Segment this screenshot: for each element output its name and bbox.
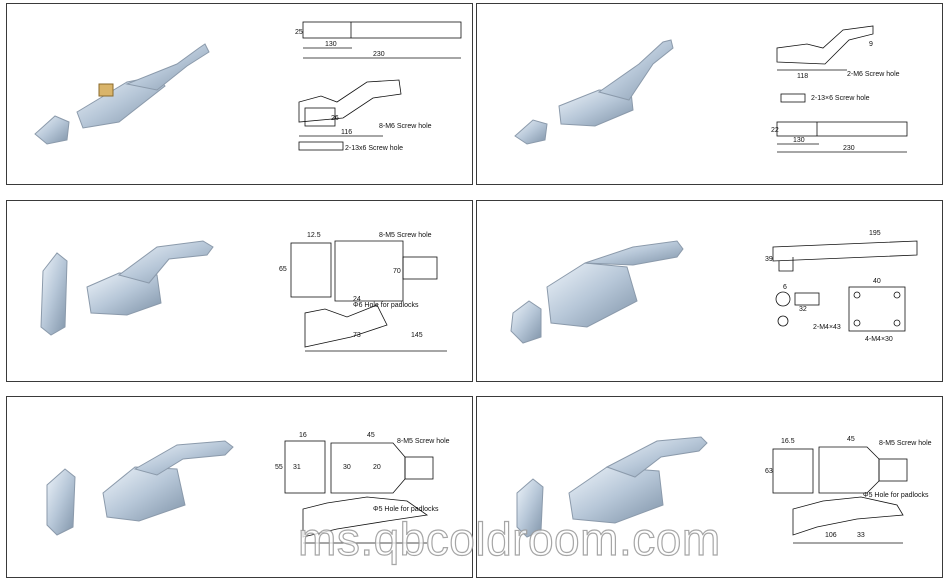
product-panel-2: 9 118 22 130 230 2-M6 Screw hole 2-13×6 … [476,3,943,185]
dim-9: 9 [869,41,873,48]
note-screw-2: 2-13x6 Screw hole [345,145,403,152]
dim-195: 195 [869,230,881,237]
note-padlock: Φ5 Hole for padlocks [373,506,439,513]
dim-145: 145 [411,332,423,339]
panel-6-artwork: 16.5 45 63 106 33 8-M5 Screw hole Φ5 Hol… [516,436,932,544]
technical-drawing [284,440,434,544]
dim-65: 65 [279,266,287,273]
dim-40: 40 [873,278,881,285]
latch-photo [514,39,674,145]
product-panel-5: 16 45 55 31 30 20 8-M5 Screw hole Φ5 Hol… [6,396,473,578]
dim-55: 55 [275,464,283,471]
dim-230: 230 [373,51,385,58]
dim-31: 31 [293,464,301,471]
dim-12-5: 12.5 [307,232,321,239]
dim-16: 16 [299,432,307,439]
dim-6: 6 [783,284,787,291]
panel-3-artwork: 12.5 65 70 24 145 73 8-M5 Screw hole Φ6 … [40,232,447,352]
dim-45: 45 [847,436,855,443]
product-panel-3: 12.5 65 70 24 145 73 8-M5 Screw hole Φ6 … [6,200,473,382]
panel-2-artwork: 9 118 22 130 230 2-M6 Screw hole 2-13×6 … [514,25,908,153]
dim-16-5: 16.5 [781,438,795,445]
note-screw-2: 2-13×6 Screw hole [811,95,870,102]
dim-230: 230 [843,145,855,152]
note-padlock: Φ6 Hole for padlocks [353,302,419,309]
panel-4-artwork: 195 39 40 32 6 2-M4×43 4-M4×30 [510,230,918,344]
dim-73: 73 [353,332,361,339]
dim-130: 130 [325,41,337,48]
latch-photo [34,43,210,145]
dim-24: 24 [353,296,361,303]
note-screw: 8-M5 Screw hole [397,438,450,445]
technical-drawing [298,21,462,151]
note-screw-1: 2-M6 Screw hole [847,71,900,78]
technical-drawing [776,25,908,153]
dim-130: 130 [793,137,805,144]
dim-20: 20 [373,464,381,471]
latch-photo [46,440,234,536]
panel-1-artwork: 25 130 230 26 116 8-M6 Screw hole 2-13x6… [34,21,462,152]
dim-22: 22 [771,127,779,134]
dim-33: 33 [857,532,865,539]
latch-photo [516,436,708,538]
note-screw-1: 8-M6 Screw hole [379,123,432,130]
technical-drawing [772,446,908,544]
dim-26: 26 [331,115,339,122]
technical-drawing [290,240,447,352]
note-padlock: Φ5 Hole for padlocks [863,492,929,499]
note-screw: 8-M5 Screw hole [879,440,932,447]
dim-116: 116 [341,129,352,136]
dim-39: 39 [765,256,773,263]
dim-height: 25 [295,29,303,36]
latch-photo [510,240,684,344]
latch-photo [40,240,214,336]
dim-45: 45 [367,432,375,439]
dim-32: 32 [799,306,807,313]
dim-63: 63 [765,468,773,475]
dim-106: 106 [825,532,837,539]
product-panel-4: 195 39 40 32 6 2-M4×43 4-M4×30 [476,200,943,382]
product-panel-6: 16.5 45 63 106 33 8-M5 Screw hole Φ5 Hol… [476,396,943,578]
dim-30: 30 [343,464,351,471]
note-m4-43: 2-M4×43 [813,324,841,331]
site-watermark: ms.qbcoldroom.com [297,512,721,565]
dim-70: 70 [393,268,401,275]
product-panel-1: 25 130 230 26 116 8-M6 Screw hole 2-13x6… [6,3,473,185]
dim-118: 118 [797,73,808,80]
note-screw: 8-M5 Screw hole [379,232,432,239]
technical-drawing [772,240,918,332]
panel-5-artwork: 16 45 55 31 30 20 8-M5 Screw hole Φ5 Hol… [46,432,450,544]
note-m4-30: 4-M4×30 [865,336,893,343]
